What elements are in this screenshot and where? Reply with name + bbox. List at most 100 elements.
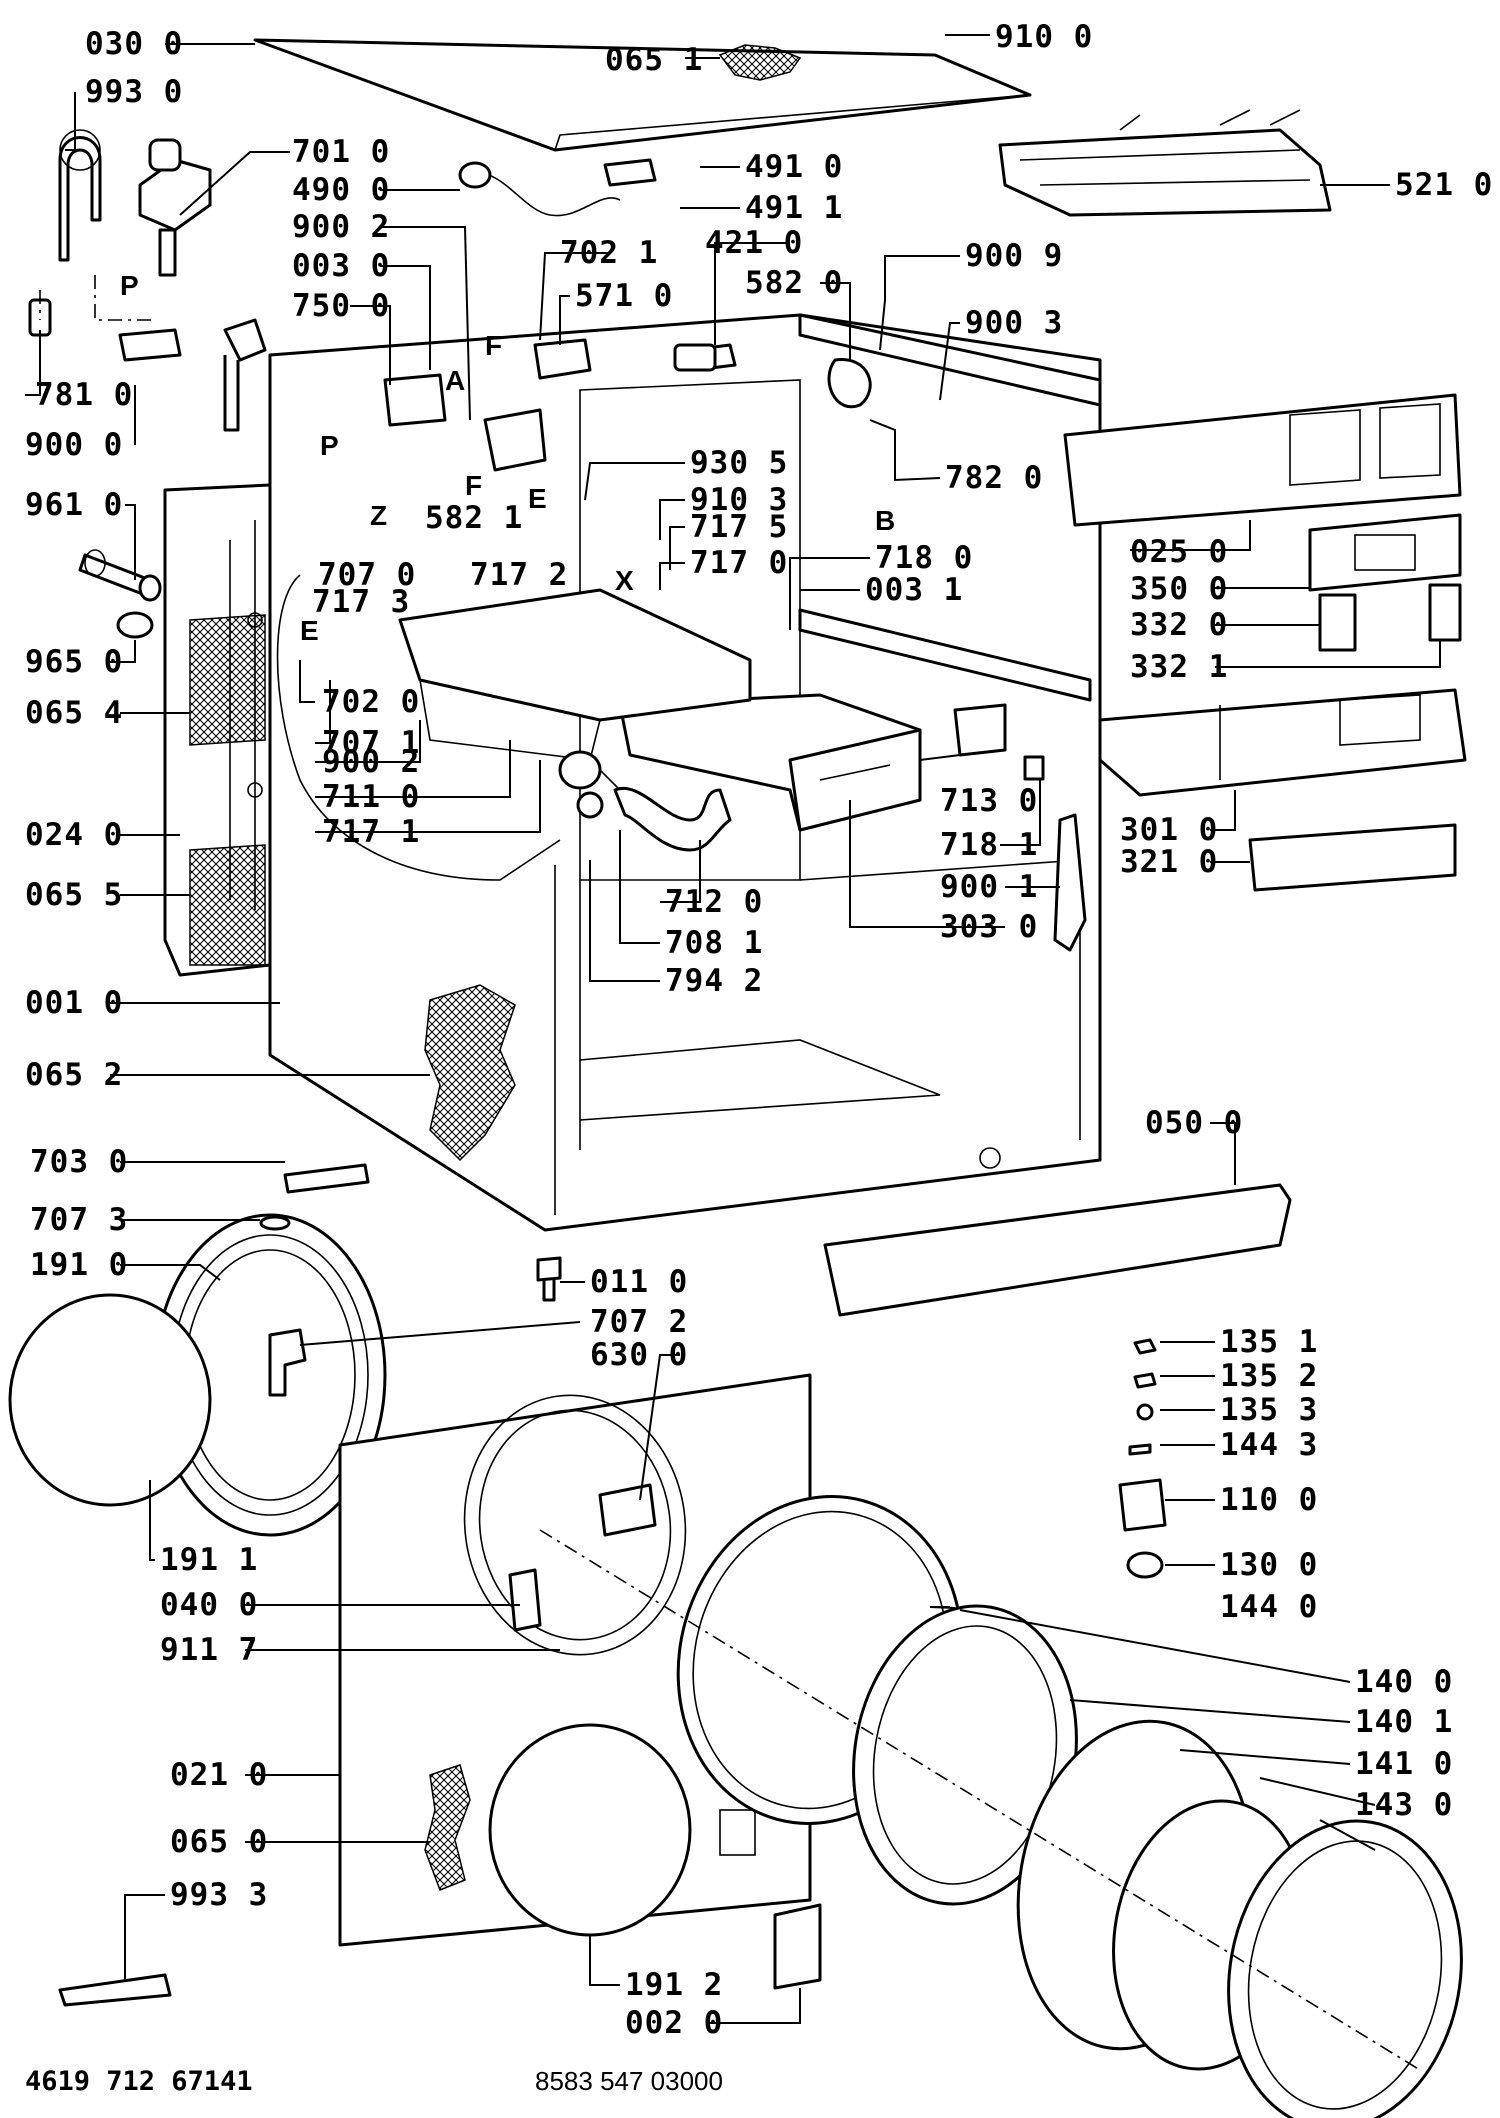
part-label: 703 0 [30,1144,128,1180]
part-label: 707 1 [322,725,420,761]
level-sensor-part [383,373,447,427]
clamp-part [259,1215,291,1231]
pcb-part [1308,513,1462,592]
part-label: 900 9 [965,238,1063,274]
plate-part [773,1903,822,1990]
callout-letter: E [528,483,547,514]
callout-letter: F [485,330,502,361]
dispenser-housing-part [398,588,752,791]
module-part [1318,593,1357,652]
kick-plate-part [823,1183,1292,1317]
fascia-part [1098,688,1467,797]
part-label: 707 0 [318,557,416,593]
part-label: 961 0 [25,487,123,523]
module-part [1428,583,1462,642]
part-label: 900 3 [965,305,1063,341]
callout-letter: X [615,565,634,596]
part-label: 781 0 [35,377,133,413]
footer-left-code: 4619 712 67141 [25,2066,253,2097]
part-label: 900 2 [292,209,390,245]
part-label: 065 0 [170,1824,268,1860]
label-plate-part [1248,823,1457,892]
glass-part [488,1723,692,1937]
connector-part [603,158,657,187]
drawer-part [618,693,922,832]
part-label: 711 0 [322,779,420,815]
part-label: 011 0 [590,1264,688,1300]
callout-letter: P [320,430,339,461]
part-label: 718 1 [940,827,1038,863]
shaft-part [78,549,162,602]
parts-drawings [8,38,1467,2118]
part-label: 702 0 [322,684,420,720]
callout-letters: P A P Z F F E B X E [120,270,895,646]
part-label: 717 2 [470,557,568,593]
callout-letter: P [120,270,139,301]
part-label: 003 1 [865,572,963,608]
capacitor-part [673,343,717,372]
part-label: 135 3 [1220,1392,1318,1428]
part-label: 717 3 [312,584,410,620]
hose-connector-part [138,138,212,277]
part-labels: 030 0 065 1 910 0 993 0 701 0 490 0 491 … [25,19,1492,2041]
part-label: 993 3 [170,1877,268,1913]
part-label: 025 0 [1130,534,1228,570]
lever-part [1053,813,1087,952]
part-label: 993 0 [85,74,183,110]
connector-part [458,161,492,189]
part-label: 135 1 [1220,1324,1318,1360]
pressure-switch-part [827,358,872,409]
valve-part [223,318,267,432]
part-label: 717 5 [690,509,788,545]
part-label: 701 0 [292,134,390,170]
elbow-part [268,1328,307,1397]
bellows-hose-part [613,786,732,852]
callout-letter: Z [370,500,387,531]
part-label: 910 0 [995,19,1093,55]
footer-center-code: 8583 547 03000 [535,2066,723,2096]
part-label: 065 5 [25,877,123,913]
foot-part [536,1256,562,1302]
ring-part [116,611,154,639]
part-label: 491 1 [745,190,843,226]
part-label: 630 0 [590,1337,688,1373]
o-ring-part [576,791,604,819]
part-label: 582 0 [745,265,843,301]
part-label: 911 7 [160,1632,258,1668]
part-label: 332 1 [1130,649,1228,685]
part-label: 001 0 [25,985,123,1021]
part-label: 900 0 [25,427,123,463]
bracket-part [118,328,182,362]
part-label: 490 0 [292,172,390,208]
dispenser-top-part [998,109,1332,217]
assembly-outline [276,574,561,881]
part-label: 712 0 [665,884,763,920]
footer: 4619 712 67141 8583 547 03000 [25,2066,723,2097]
callout-letter: E [300,615,319,646]
part-label: 040 0 [160,1587,258,1623]
part-label: 065 1 [605,42,703,78]
control-panel-back-part [1063,393,1462,527]
part-label: 713 0 [940,783,1038,819]
part-label: 303 0 [940,909,1038,945]
part-label: 003 0 [292,248,390,284]
callout-letter: B [875,505,895,536]
glass-part [8,1293,212,1507]
part-label: 141 0 [1355,1746,1453,1782]
part-label: 130 0 [1220,1547,1318,1583]
part-label: 002 0 [625,2005,723,2041]
leader-lines [25,34,1441,2024]
part-label: 900 1 [940,869,1038,905]
part-label: 582 1 [425,500,523,536]
hinge-part [598,1483,657,1537]
part-label: 782 0 [945,460,1043,496]
part-label: 718 0 [875,540,973,576]
top-cover-part [253,38,1032,152]
part-label: 491 0 [745,149,843,185]
part-label: 910 3 [690,482,788,518]
part-label: 024 0 [25,817,123,853]
part-label: 708 1 [665,925,763,961]
bracket-part [953,703,1007,757]
part-label: 332 0 [1130,607,1228,643]
